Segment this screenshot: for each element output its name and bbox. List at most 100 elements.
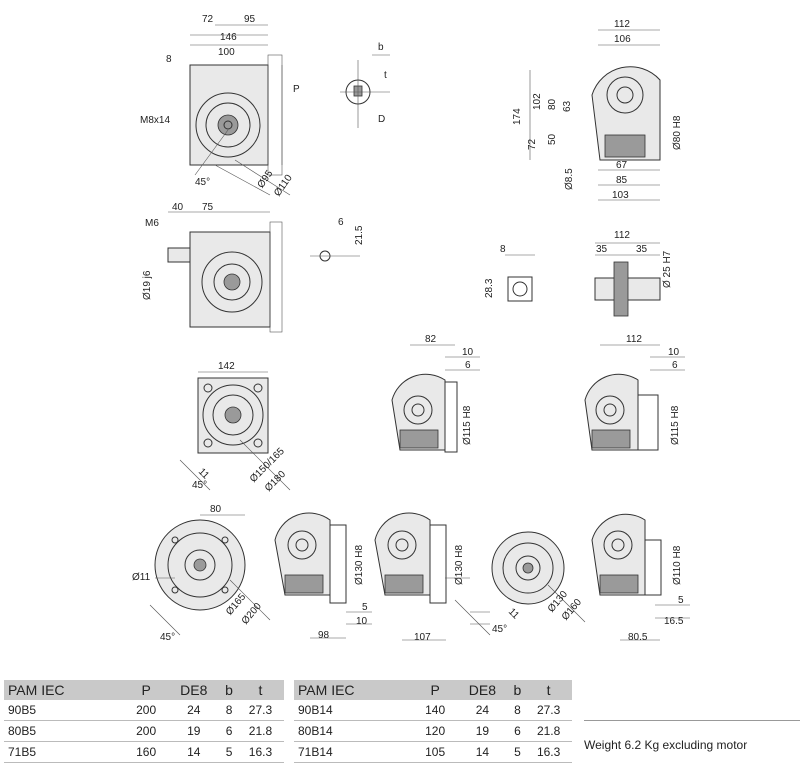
cell: 200 bbox=[125, 700, 167, 721]
dim-50: 50 bbox=[547, 133, 558, 145]
dim-82: 82 bbox=[425, 334, 437, 345]
angle-45c: 45° bbox=[160, 632, 175, 643]
dim-6: 6 bbox=[338, 217, 344, 228]
cell: 6 bbox=[509, 720, 526, 742]
round-flange-b5: 80 Ø11 45° Ø165 Ø200 bbox=[132, 504, 271, 643]
cell: 8 bbox=[509, 700, 526, 721]
table-row: 71B14 105 14 5 16.3 bbox=[294, 741, 572, 763]
side-flange-112: 112 10 6 Ø115 H8 bbox=[584, 334, 685, 451]
dim-t: t bbox=[384, 70, 387, 81]
cell: 27.3 bbox=[525, 700, 572, 721]
table-row: 80B14 120 19 6 21.8 bbox=[294, 720, 572, 742]
dim-phi110b: Ø110 H8 bbox=[672, 545, 683, 585]
cell: 120 bbox=[415, 720, 456, 742]
side-view-110: Ø110 H8 5 16.5 80.5 bbox=[591, 513, 690, 643]
dim-75: 75 bbox=[202, 202, 214, 213]
front-view-top: 72 95 146 100 8 P M8x14 45° Ø95 Ø110 bbox=[140, 14, 300, 199]
cell: 24 bbox=[166, 700, 222, 721]
dim-95: 95 bbox=[244, 14, 256, 25]
cell: 71B5 bbox=[4, 741, 126, 763]
dim-6c: 6 bbox=[672, 360, 678, 371]
cell: 27.3 bbox=[236, 700, 284, 721]
shaft-key-section: b t D bbox=[340, 42, 390, 128]
dim-phi130a: Ø130 H8 bbox=[354, 545, 365, 585]
cell: 200 bbox=[125, 720, 167, 742]
side-view-top-right: 112 106 174 102 80 63 72 50 Ø80 H8 67 85… bbox=[512, 19, 683, 201]
dim-phi130b: Ø130 H8 bbox=[454, 545, 465, 585]
dim-phi11: Ø11 bbox=[132, 572, 151, 583]
dim-80-5: 80.5 bbox=[628, 632, 648, 643]
cell: 8 bbox=[221, 700, 237, 721]
dim-10: 10 bbox=[462, 347, 474, 358]
dim-10c: 10 bbox=[356, 616, 368, 627]
input-shaft-view: M6 40 75 Ø19 j6 6 21.5 bbox=[142, 202, 365, 333]
header-p: P bbox=[415, 680, 456, 700]
dim-63: 63 bbox=[562, 100, 573, 112]
cell: 21.8 bbox=[525, 720, 572, 742]
dim-85: 85 bbox=[616, 175, 628, 186]
cell: 24 bbox=[455, 700, 510, 721]
header-de8: DE8 bbox=[166, 680, 222, 700]
weight-note: Weight 6.2 Kg excluding motor bbox=[584, 738, 748, 752]
dim-35a: 35 bbox=[596, 244, 608, 255]
round-flange-b14: 11 45° Ø130 Ø160 bbox=[445, 531, 586, 636]
thread-m6: M6 bbox=[145, 218, 159, 229]
dim-6b: 6 bbox=[465, 360, 471, 371]
table-row: 90B5 200 24 8 27.3 bbox=[4, 700, 284, 721]
dim-106: 106 bbox=[614, 34, 631, 45]
header-t: t bbox=[525, 680, 572, 700]
dim-67: 67 bbox=[616, 160, 628, 171]
cell: 80B14 bbox=[294, 720, 416, 742]
dim-112c: 112 bbox=[626, 334, 642, 345]
cell: 90B14 bbox=[294, 700, 416, 721]
dim-phi8-5: Ø8.5 bbox=[564, 168, 575, 190]
header-de8: DE8 bbox=[455, 680, 510, 700]
table-header: PAM IEC P DE8 b t bbox=[4, 680, 284, 700]
header-t: t bbox=[236, 680, 284, 700]
dim-146: 146 bbox=[220, 32, 237, 43]
dim-80b: 80 bbox=[210, 504, 222, 515]
side-flange-82: 82 10 6 Ø115 H8 bbox=[391, 334, 480, 453]
dim-phi95: Ø95 bbox=[256, 168, 276, 190]
dim-40: 40 bbox=[172, 202, 184, 213]
header-b: b bbox=[509, 680, 526, 700]
dim-phi80h8: Ø80 H8 bbox=[672, 115, 683, 150]
dim-11b: 11 bbox=[506, 606, 521, 621]
header-pam-iec: PAM IEC bbox=[294, 680, 416, 700]
table-header: PAM IEC P DE8 b t bbox=[294, 680, 572, 700]
dim-72b: 72 bbox=[527, 138, 538, 150]
dim-35b: 35 bbox=[636, 244, 648, 255]
dim-112: 112 bbox=[614, 19, 630, 30]
dim-28-3: 28.3 bbox=[484, 278, 495, 298]
dim-142: 142 bbox=[218, 361, 235, 372]
dim-phi19: Ø19 j6 bbox=[142, 270, 153, 300]
cell: 14 bbox=[166, 741, 222, 763]
cell: 90B5 bbox=[4, 700, 126, 721]
cell: 16.3 bbox=[236, 741, 284, 763]
angle-45d: 45° bbox=[492, 624, 507, 635]
pam-iec-b5-table: PAM IEC P DE8 b t 90B5 200 24 8 27.3 80B… bbox=[4, 680, 284, 763]
hollow-shaft-section: 8 28.3 112 35 35 Ø 25 H7 bbox=[484, 230, 673, 317]
dim-5: 5 bbox=[362, 602, 368, 613]
dim-100: 100 bbox=[218, 47, 235, 58]
square-flange-view: 142 11 45° Ø150/165 Ø180 bbox=[179, 361, 291, 494]
cell: 19 bbox=[455, 720, 510, 742]
table-row: 90B14 140 24 8 27.3 bbox=[294, 700, 572, 721]
cell: 21.8 bbox=[236, 720, 284, 742]
dim-80: 80 bbox=[547, 98, 558, 110]
dim-8: 8 bbox=[166, 54, 172, 65]
side-view-130-b: Ø130 H8 5 10 107 bbox=[346, 512, 465, 643]
dim-103: 103 bbox=[612, 190, 629, 201]
dim-phi115b: Ø115 H8 bbox=[670, 405, 681, 445]
dim-174: 174 bbox=[512, 108, 523, 125]
dim-8b: 8 bbox=[500, 244, 506, 255]
pam-iec-b14-table: PAM IEC P DE8 b t 90B14 140 24 8 27.3 80… bbox=[294, 680, 572, 763]
dim-phi25h7: Ø 25 H7 bbox=[662, 250, 673, 288]
dim-p: P bbox=[293, 84, 300, 95]
cell: 5 bbox=[221, 741, 237, 763]
cell: 5 bbox=[509, 741, 526, 763]
thread-m8: M8x14 bbox=[140, 115, 170, 126]
dim-b: b bbox=[378, 42, 384, 53]
angle-45: 45° bbox=[195, 177, 210, 188]
dim-5b: 5 bbox=[678, 595, 684, 606]
